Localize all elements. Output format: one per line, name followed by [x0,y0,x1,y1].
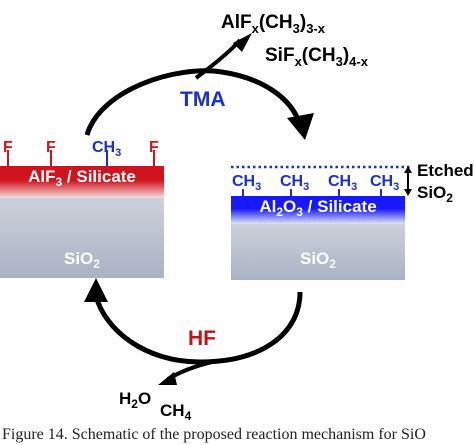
right-sio2-label: SiO2 [300,249,336,271]
left-sio2-substrate [0,198,164,278]
etched-arrow-down [404,189,412,196]
right-methyl-4: CH3 [370,173,399,193]
right-methyl-3: CH3 [328,173,357,193]
left-fluorine-1: F [3,139,13,156]
left-methyl-group: CH3 [92,139,121,159]
left-fluorine-2: F [46,139,56,156]
hf-label: HF [188,327,216,350]
figure-caption: Figure 14. Schematic of the proposed rea… [2,426,426,443]
left-fluorine-3: F [149,139,159,156]
alf3-silicate-layer [0,166,164,198]
right-methyl-2: CH3 [280,173,309,193]
alf-product-label: AlFx(CH3)3-x [221,12,326,36]
right-methyl-1: CH3 [232,173,261,193]
etched-label: Etched [417,161,474,180]
etched-arrow-up [404,166,412,173]
tma-arrowhead [287,113,314,140]
methane-label: CH4 [160,401,192,423]
product-branch-arrowhead [233,33,252,52]
tma-label: TMA [180,88,226,111]
left-sio2-label: SiO2 [64,249,100,271]
tma-cycle-arrow [84,68,303,136]
hf-arrowhead [84,278,108,302]
sif-product-label: SiFx(CH3)4-x [265,45,369,69]
right-sio2-substrate [231,224,405,280]
water-label: H2O [119,389,151,411]
alf3-silicate-label: AlF3 / Silicate [28,167,136,189]
al2o3-silicate-label: Al2O3 / Silicate [259,197,376,219]
al2o3-silicate-layer [231,196,405,224]
byproduct-branch-arrowhead [158,372,177,385]
etched-sio2-label: SiO2 [417,183,453,205]
hf-cycle-arrow [93,291,303,365]
